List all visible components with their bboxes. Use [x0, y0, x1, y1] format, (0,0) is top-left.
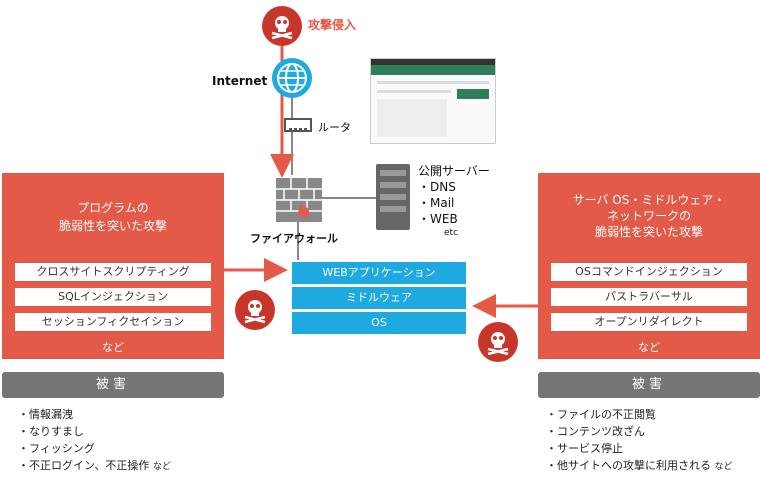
public-server-item-web: ・WEB [418, 212, 458, 226]
skull-crossbones-icon [262, 6, 302, 46]
right-damage-suffix: など [714, 462, 733, 472]
left-panel-title-line1: プログラムの [77, 201, 149, 215]
left-panel-footer: など [102, 341, 124, 354]
left-panel-title-line2: 脆弱性を突いた攻撃 [58, 219, 167, 233]
server-icon [376, 164, 410, 230]
internet-label: Internet [212, 74, 268, 88]
right-damage-list: ・ファイルの不正閲覧 ・コンテンツ改ざん ・サービス停止 ・他サイトへの攻撃に利… [546, 406, 733, 476]
left-damage-item-last: ・不正ログイン、不正操作 など [18, 459, 171, 472]
router-icon [284, 118, 312, 132]
public-server-title: 公開サーバー [418, 164, 490, 178]
public-server-etc: etc [444, 228, 459, 238]
attack-intrusion-label: 攻撃侵入 [308, 18, 357, 32]
left-damage-suffix: など [152, 462, 171, 472]
left-damage-item: ・なりすまし [18, 425, 84, 438]
firewall-icon [276, 178, 322, 222]
router-label: ルータ [318, 121, 351, 134]
left-damage-item: ・情報漏洩 [18, 408, 73, 421]
right-attack-panel: サーバ OS・ミドルウェア・ ネットワークの 脆弱性を突いた攻撃 OSコマンドイ… [538, 173, 760, 359]
website-thumbnail [370, 58, 496, 144]
right-panel-title-line1: サーバ OS・ミドルウェア・ [572, 193, 726, 207]
left-panel-item-xss: クロスサイトスクリプティング [14, 262, 212, 282]
layer-os: OS [292, 312, 466, 334]
skull-crossbones-icon [235, 290, 275, 330]
right-panel-title-line3: 脆弱性を突いた攻撃 [594, 225, 703, 239]
right-panel-item-open-redirect: オープンリダイレクト [550, 312, 748, 332]
right-damage-item: ・サービス停止 [546, 442, 623, 455]
public-server-item-mail: ・Mail [418, 196, 455, 210]
left-panel-item-session-fixation: セッションフィクセイション [14, 312, 212, 332]
right-damage-item: ・コンテンツ改ざん [546, 425, 645, 438]
firewall-label: ファイアウォール [250, 232, 338, 245]
skull-crossbones-icon [478, 322, 518, 362]
right-panel-item-path-traversal: パストラバーサル [550, 287, 748, 307]
right-damage-item-last: ・他サイトへの攻撃に利用される など [546, 459, 733, 472]
right-damage-item: ・ファイルの不正閲覧 [546, 408, 656, 421]
left-damage-list: ・情報漏洩 ・なりすまし ・フィッシング ・不正ログイン、不正操作 など [18, 406, 171, 476]
left-attack-panel: プログラムの 脆弱性を突いた攻撃 クロスサイトスクリプティング SQLインジェク… [2, 173, 224, 359]
right-panel-footer: など [638, 341, 660, 354]
public-server-item-dns: ・DNS [418, 180, 456, 194]
left-damage-item: ・フィッシング [18, 442, 95, 455]
layer-web-application: WEBアプリケーション [292, 262, 466, 284]
right-panel-item-os-command-injection: OSコマンドインジェクション [550, 262, 748, 282]
layer-middleware: ミドルウェア [292, 287, 466, 309]
left-damage-header: 被害 [2, 372, 224, 398]
right-damage-header: 被害 [538, 372, 760, 398]
globe-icon [272, 58, 312, 98]
right-panel-title-line2: ネットワークの [606, 209, 691, 223]
left-panel-item-sqli: SQLインジェクション [14, 287, 212, 307]
